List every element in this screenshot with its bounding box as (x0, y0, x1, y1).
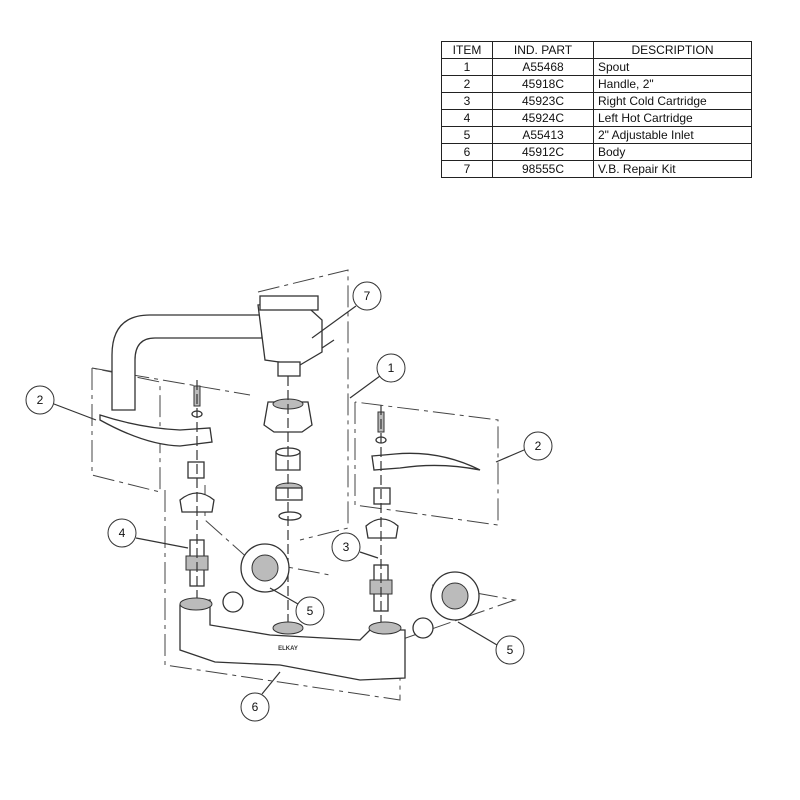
callout-5-left: 5 (295, 596, 325, 626)
part-number-cell: 45912C (492, 143, 594, 161)
callout-3: 3 (331, 532, 361, 562)
svg-text:6: 6 (252, 700, 259, 714)
svg-text:2: 2 (535, 439, 542, 453)
leader-lines (53, 305, 525, 695)
svg-text:4: 4 (119, 526, 126, 540)
spout (111, 295, 335, 411)
spout-assembly-outline (257, 269, 349, 541)
svg-text:5: 5 (307, 604, 314, 618)
vacuum-breaker-parts (263, 376, 313, 625)
description-cell: V.B. Repair Kit (593, 160, 752, 178)
callout-4: 4 (107, 518, 137, 548)
description-cell: 2" Adjustable Inlet (593, 126, 752, 144)
right-handle-stack (365, 405, 481, 625)
svg-text:5: 5 (507, 643, 514, 657)
callout-5-right: 5 (495, 635, 525, 665)
description-cell: Left Hot Cartridge (593, 109, 752, 127)
left-handle-stack (99, 380, 215, 600)
left-inlet (222, 543, 290, 613)
callout-7: 7 (352, 281, 382, 311)
description-cell: Handle, 2" (593, 75, 752, 93)
svg-text:3: 3 (343, 540, 350, 554)
faucet-body: ELKAY (179, 597, 406, 681)
left-handle-outline-top (91, 367, 251, 396)
svg-text:7: 7 (364, 289, 371, 303)
svg-text:2: 2 (37, 393, 44, 407)
callout-1: 1 (376, 353, 406, 383)
right-inlet (412, 571, 480, 639)
svg-text:1: 1 (388, 361, 395, 375)
callout-6: 6 (240, 692, 270, 722)
callout-2-left: 2 (25, 385, 55, 415)
body-logo: ELKAY (278, 646, 298, 652)
part-number-cell: 98555C (492, 160, 594, 178)
callout-2-right: 2 (523, 431, 553, 461)
right-handle-outline (354, 401, 499, 526)
